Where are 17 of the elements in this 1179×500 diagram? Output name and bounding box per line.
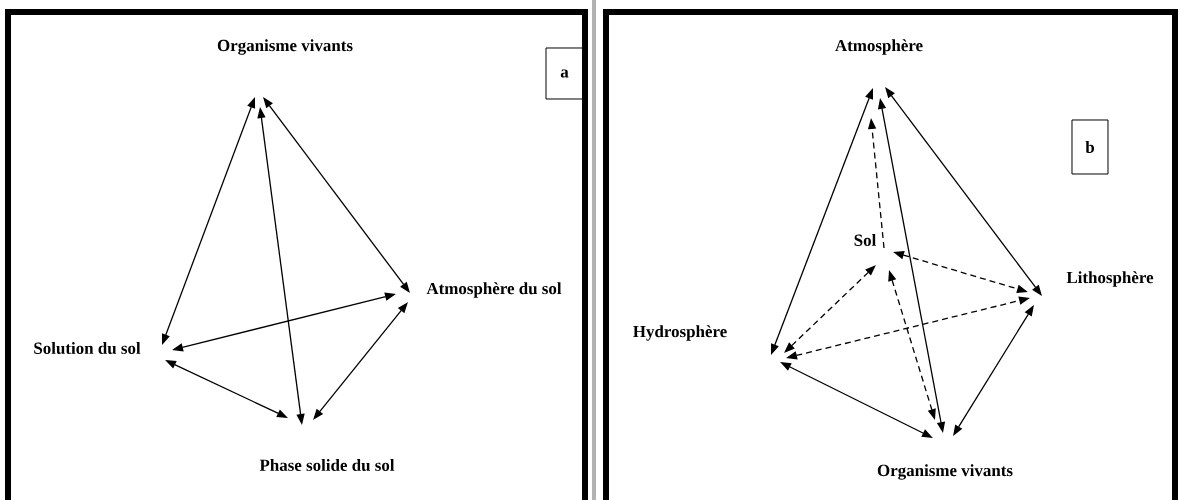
vertex-label: Atmosphère	[835, 39, 923, 55]
vertex-label: Lithosphère	[1066, 271, 1154, 287]
panel-letter-box: a	[545, 47, 584, 100]
vertex-label: Sol	[854, 234, 876, 246]
panel-frame	[5, 9, 588, 500]
panel-letter-box: b	[1071, 119, 1109, 175]
vertex-label: Atmosphère du sol	[426, 282, 562, 298]
vertex-label: Solution du sol	[34, 342, 141, 354]
vertex-label: Hydrosphère	[633, 325, 727, 341]
arrow	[263, 97, 410, 293]
vertex-label: Organisme vivants	[217, 39, 353, 55]
arrow	[885, 87, 1042, 296]
arrow	[784, 265, 876, 353]
arrow	[313, 302, 408, 420]
vertex-label: Phase solide du sol	[259, 459, 395, 471]
vertex-label: Organisme vivants	[877, 464, 1013, 480]
panel-frame	[603, 9, 1178, 500]
